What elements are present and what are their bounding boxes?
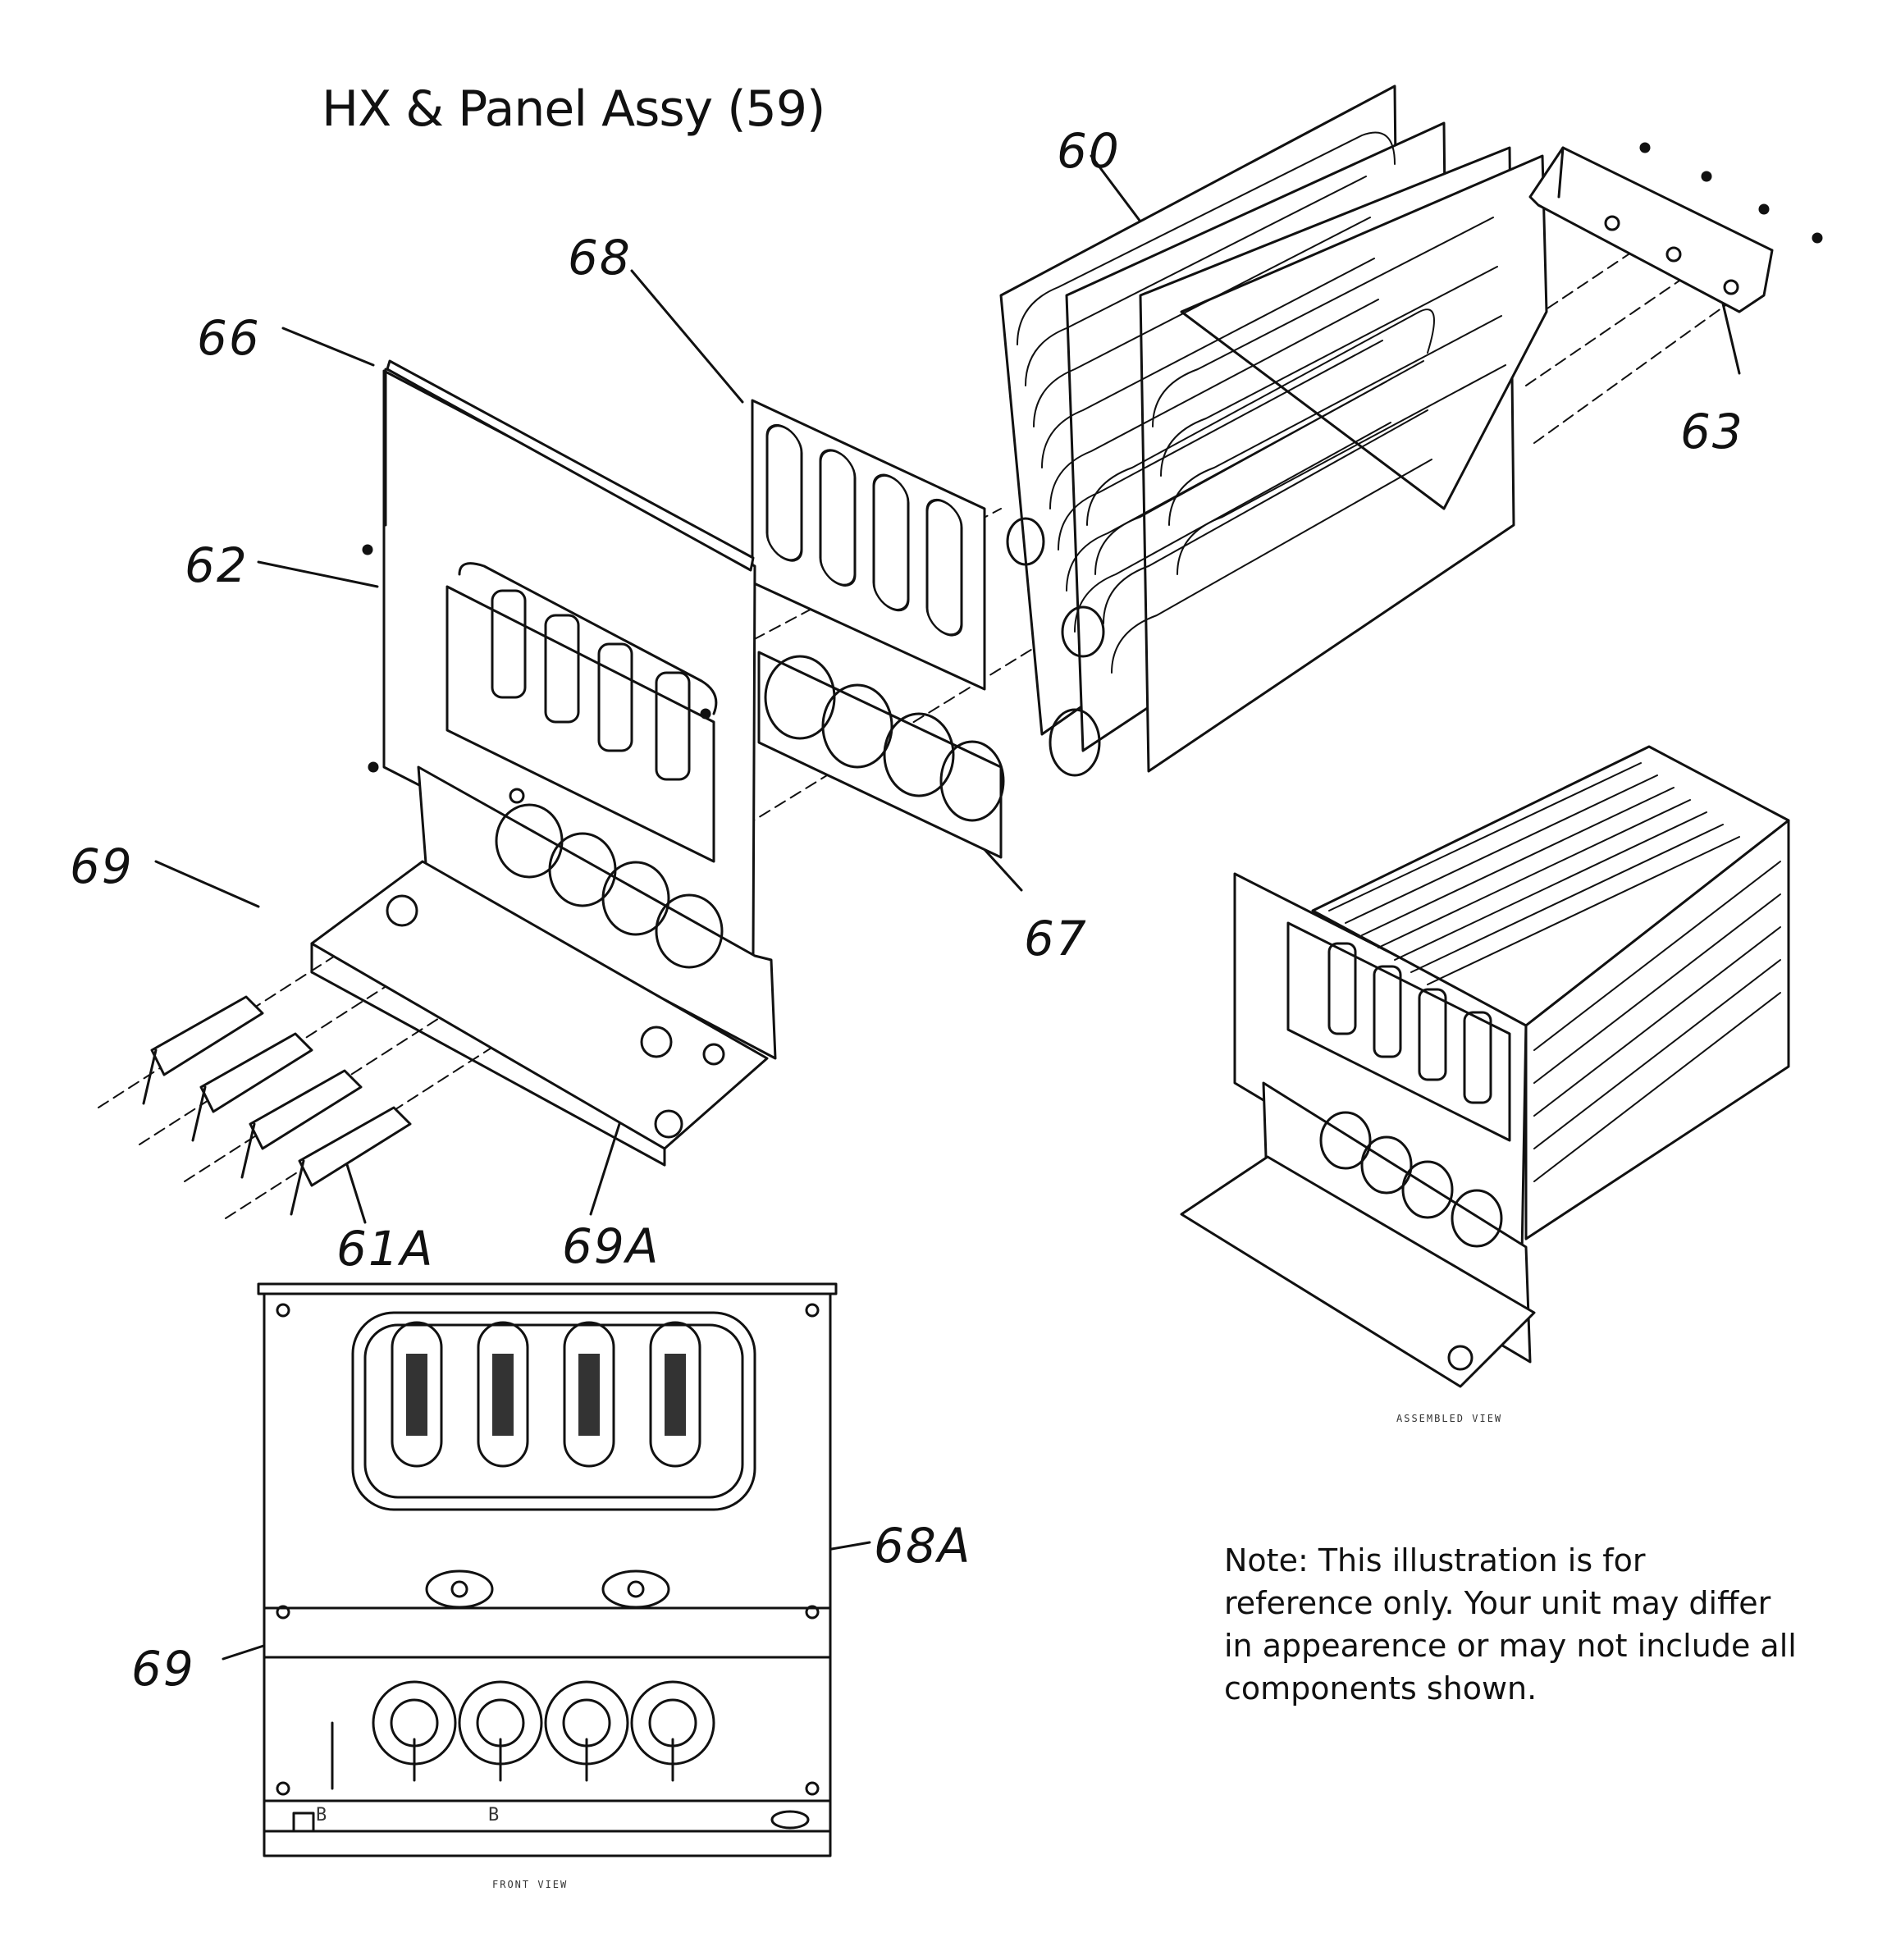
front-view (257, 1282, 838, 1857)
callout-61a: 61A (336, 1221, 435, 1277)
burner-shelf (310, 765, 777, 1167)
diagram-title: HX & Panel Assy (59) (322, 80, 825, 138)
gasket-lower (757, 651, 1005, 859)
burners (142, 995, 412, 1216)
front-view-label: FRONT VIEW (492, 1879, 569, 1890)
callout-63: 63 (1680, 404, 1744, 459)
heat-exchanger (999, 85, 1548, 777)
panel-marking-b-center: B (488, 1805, 501, 1825)
callout-60: 60 (1057, 123, 1121, 179)
gasket-top (751, 399, 986, 691)
rear-bracket (1528, 142, 1823, 313)
assembled-view (1180, 745, 1790, 1388)
disclaimer-note: Note: This illustration is for reference… (1224, 1542, 1797, 1706)
callout-69-bottom: 69 (131, 1641, 195, 1697)
panel-marking-b-left: B (316, 1805, 329, 1825)
callout-68: 68 (568, 230, 632, 286)
callout-69a: 69A (562, 1218, 660, 1274)
assembled-view-label: ASSEMBLED VIEW (1396, 1413, 1503, 1424)
callout-67: 67 (1024, 911, 1088, 966)
callout-68a: 68A (874, 1518, 972, 1574)
callout-62: 62 (185, 537, 249, 593)
callout-69-top: 69 (70, 838, 134, 894)
callout-66: 66 (197, 310, 261, 366)
